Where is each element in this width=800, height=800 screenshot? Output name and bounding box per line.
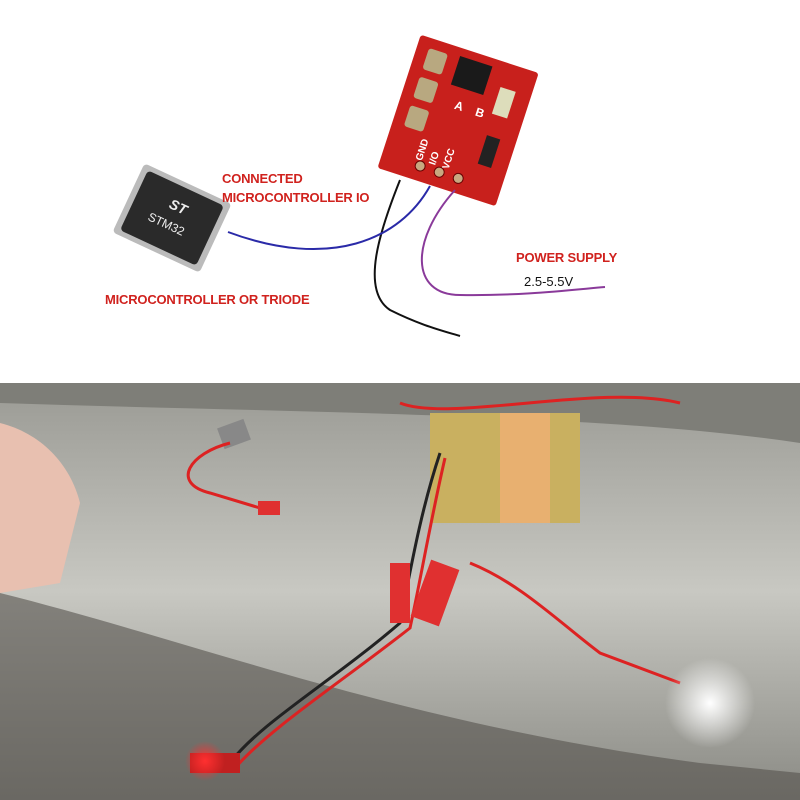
wire-vcc: [420, 189, 606, 297]
chip-brand: ST: [167, 196, 191, 219]
voltage-label: 2.5-5.5V: [524, 274, 574, 289]
wiring-diagram: ST STM32 A B GND I/O VCC: [113, 35, 606, 337]
pin-io-label: I/O: [427, 150, 442, 166]
power-supply-label: POWER SUPPLY: [516, 250, 618, 265]
connected-io-label-line1: CONNECTED: [222, 171, 303, 186]
wire-io: [227, 185, 431, 251]
white-led-glow: [665, 658, 755, 748]
motor: [217, 418, 251, 450]
finger: [0, 423, 80, 593]
red-led-glow: [185, 741, 225, 781]
connected-io-label-line2: MICROCONTROLLER IO: [222, 190, 370, 205]
wire-gnd: [373, 179, 461, 337]
microcontroller-label: MICROCONTROLLER OR TRIODE: [105, 292, 310, 307]
stm32-chip: ST STM32: [113, 164, 231, 272]
touch-sensor-module: A B GND I/O VCC: [378, 35, 538, 206]
demo-photo: [0, 383, 800, 800]
